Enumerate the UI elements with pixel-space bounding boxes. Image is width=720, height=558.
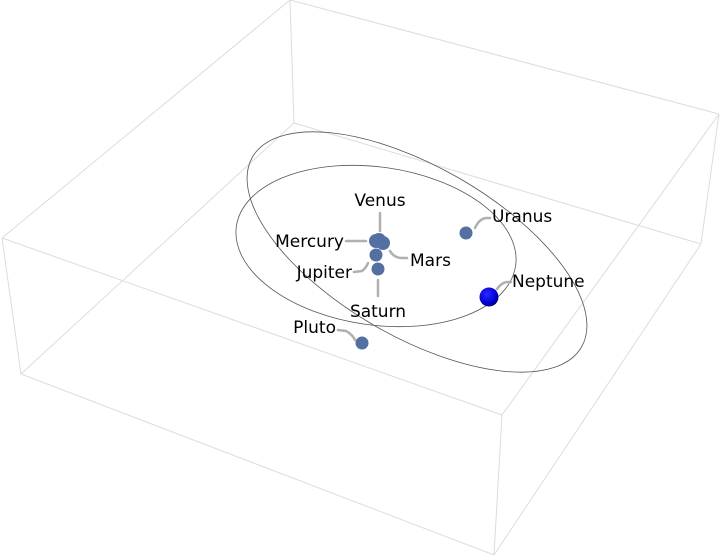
orbit-neptune [235,164,517,328]
label-jupiter: Jupiter [296,263,352,283]
label-neptune: Neptune [512,272,585,292]
label-pluto: Pluto [293,318,336,338]
orbit-pluto [246,131,588,373]
label-uranus: Uranus [492,207,552,227]
planet-uranus[interactable] [459,226,473,240]
label-mercury: Mercury [275,232,344,252]
planet-pluto[interactable] [355,336,369,350]
planet-saturn[interactable] [371,262,385,276]
label-mars: Mars [410,251,451,271]
label-venus: Venus [354,191,405,211]
label-saturn: Saturn [350,302,406,322]
planet-neptune[interactable] [479,287,499,307]
planet-jupiter[interactable] [369,248,383,262]
leader-lines [336,211,513,342]
planet-mars[interactable] [376,236,390,250]
